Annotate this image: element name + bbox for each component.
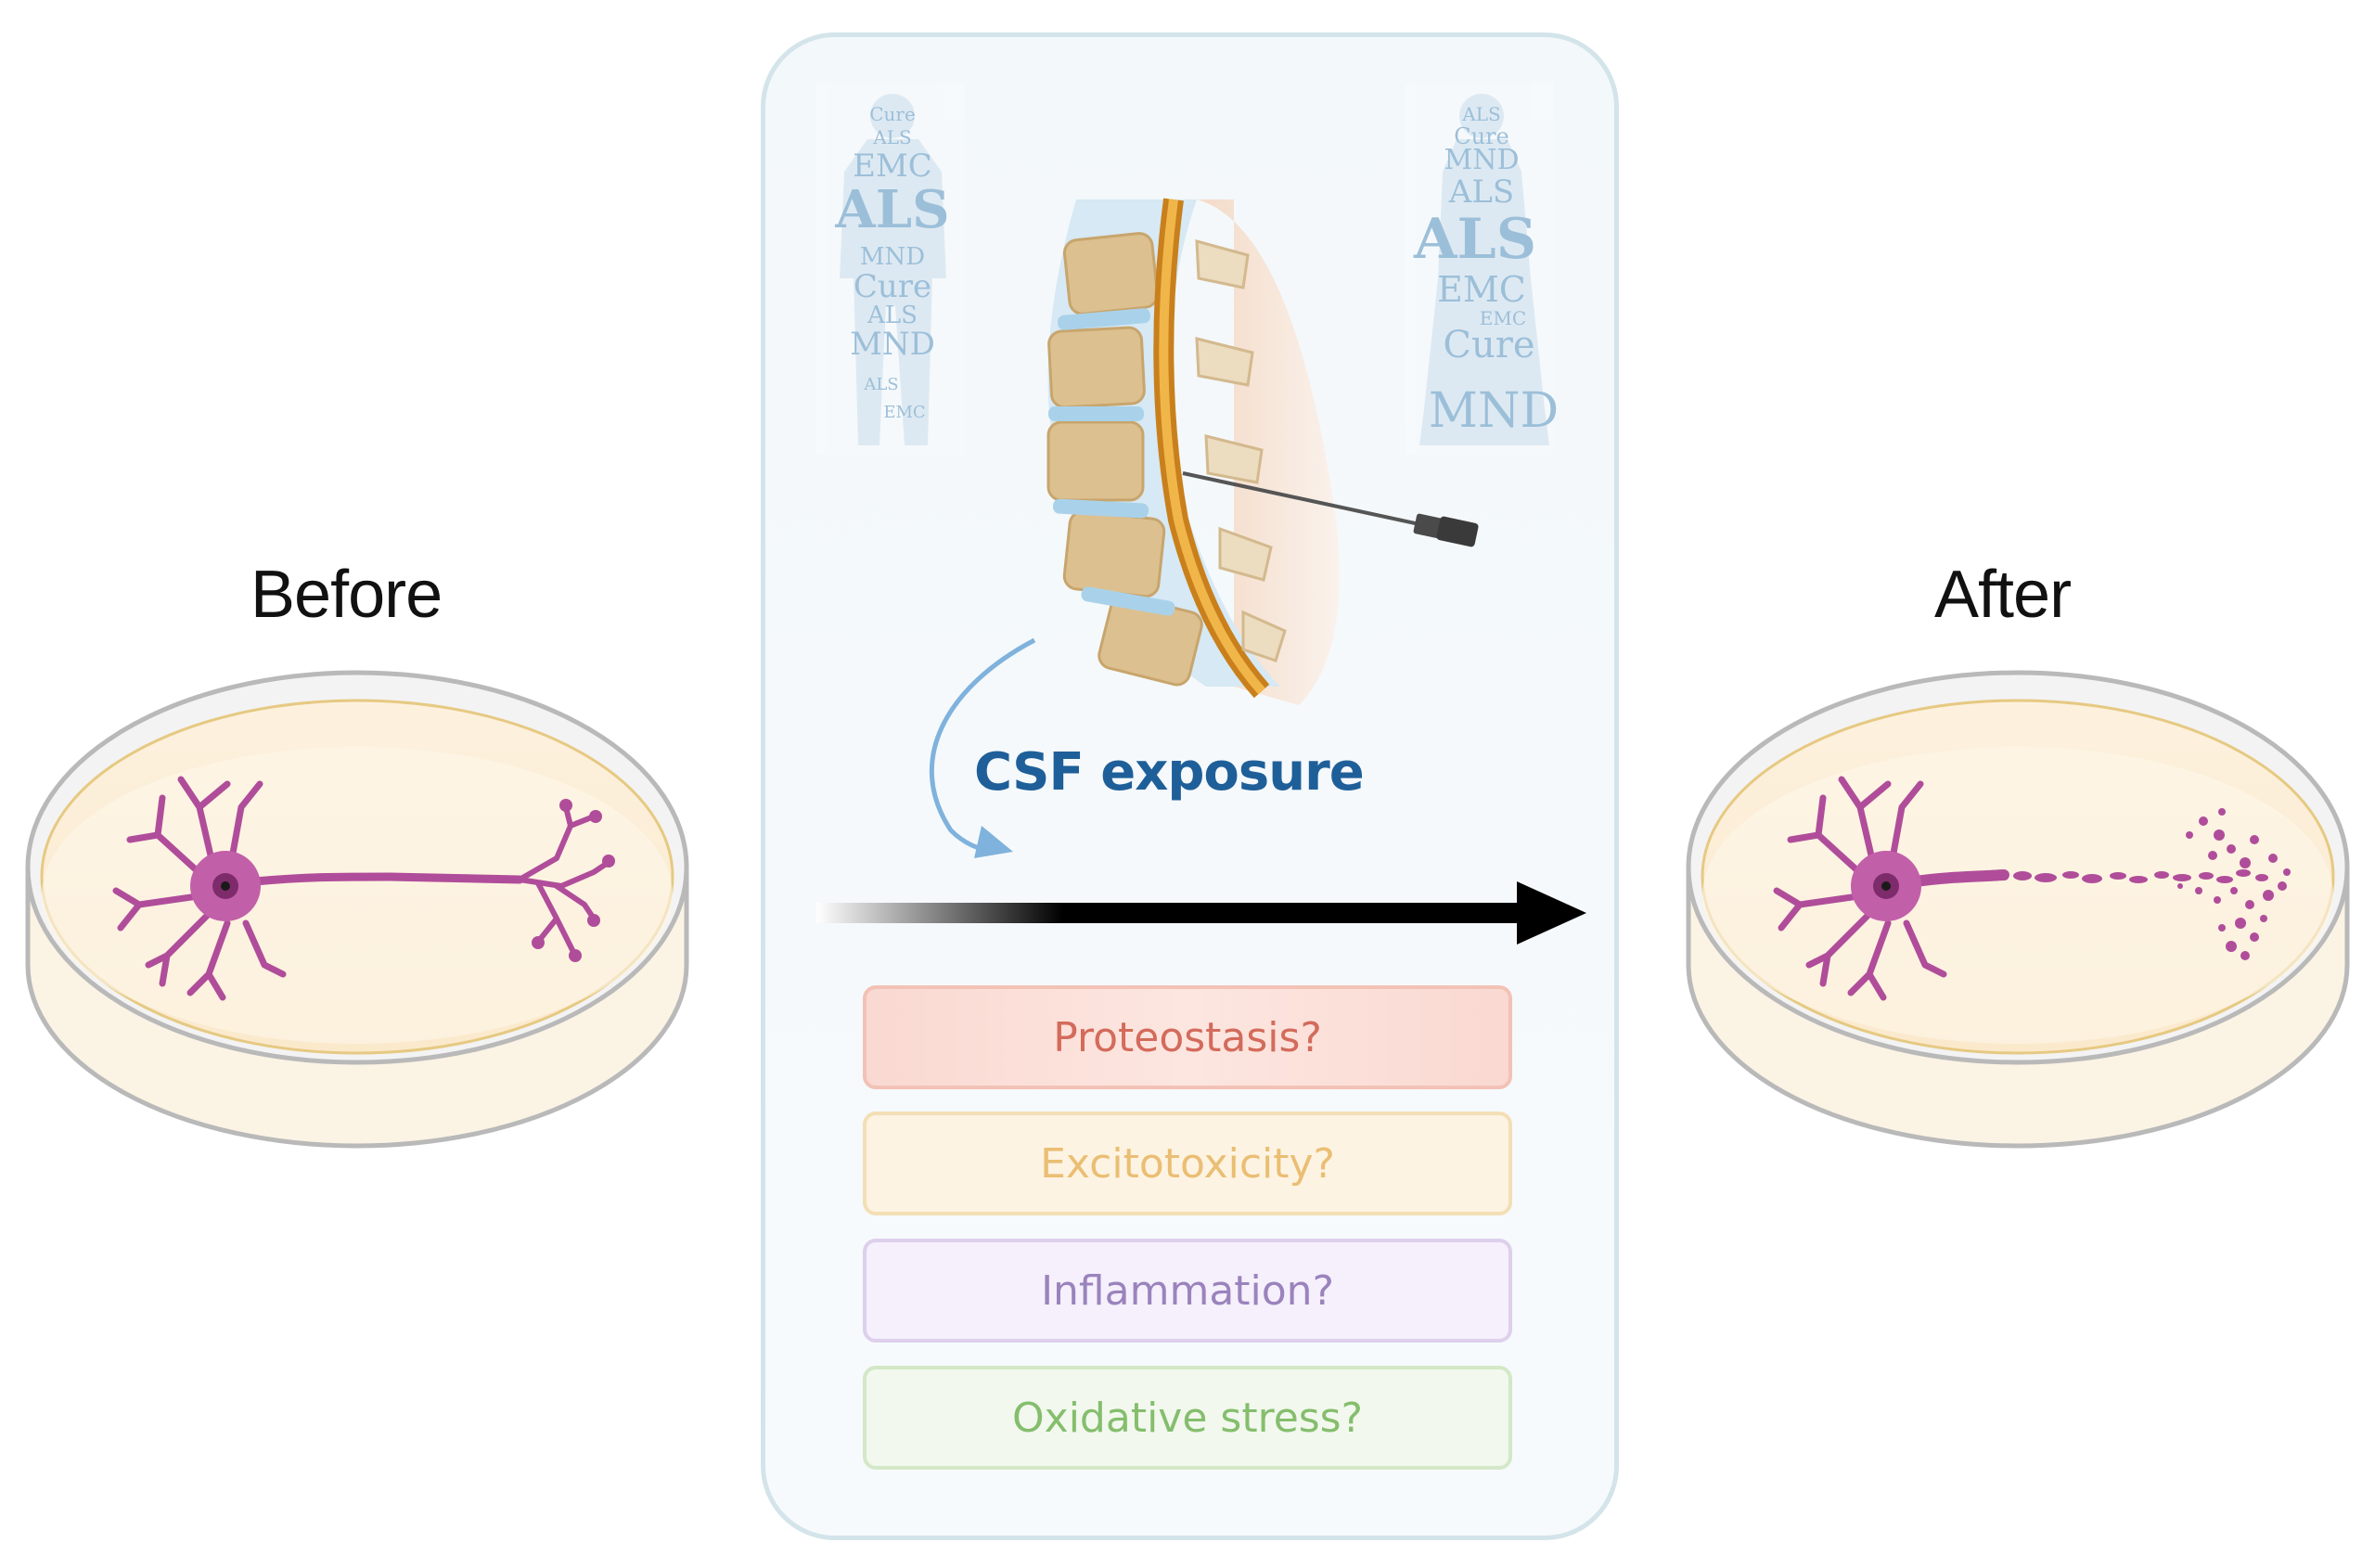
svg-text:Cure: Cure [1443, 324, 1534, 366]
svg-text:MND: MND [1444, 144, 1519, 176]
person-silhouette-left [816, 84, 965, 455]
person-silhouette-right [1406, 84, 1554, 455]
svg-text:ALS: ALS [1413, 207, 1536, 272]
mechanism-proteostasis: Proteostasis? [863, 985, 1512, 1089]
svg-text:MND: MND [850, 326, 935, 363]
svg-text:ALS: ALS [872, 126, 911, 148]
neuron-soma [190, 851, 261, 921]
before-label: Before [250, 558, 443, 632]
progression-arrow [816, 881, 1586, 945]
spinous-processes [1195, 239, 1287, 662]
lumbar-puncture-needle [1182, 471, 1479, 547]
mechanism-inflammation: Inflammation? [863, 1239, 1512, 1343]
svg-text:MND: MND [860, 243, 925, 271]
neuron-terminal-dots [532, 799, 615, 962]
after-label: After [1934, 558, 2072, 632]
svg-text:ALS: ALS [834, 179, 949, 240]
vertebral-bodies [1046, 232, 1203, 687]
csf-exposure-label: CSF exposure [974, 742, 1365, 803]
healthy-neuron [112, 776, 610, 1001]
word-cloud-right: ALS Cure MND ALS ALS EMC EMC Cure MND [1413, 103, 1559, 439]
mechanism-oxidative-stress: Oxidative stress? [863, 1366, 1512, 1470]
svg-text:ALS: ALS [1461, 103, 1500, 125]
csf-flow-arrow [929, 637, 1036, 858]
spine-illustration [1046, 198, 1340, 705]
svg-text:EMC: EMC [1480, 307, 1526, 329]
svg-text:ALS: ALS [1448, 174, 1514, 211]
degenerating-neuron [1773, 776, 2009, 1001]
axon-fragments [2013, 808, 2291, 960]
neuron-soma-after [1851, 851, 1921, 921]
mechanism-excitotoxicity: Excitotoxicity? [863, 1112, 1512, 1215]
svg-text:MND: MND [1429, 383, 1559, 439]
word-cloud-left: Cure ALS EMC ALS MND Cure ALS MND ALS EM… [834, 103, 949, 422]
intervertebral-discs [1048, 308, 1175, 616]
svg-text:EMC: EMC [853, 148, 932, 185]
svg-text:ALS: ALS [863, 375, 898, 394]
svg-text:Cure: Cure [869, 103, 916, 125]
petri-dish-after [1686, 670, 2350, 1149]
svg-text:ALS: ALS [867, 302, 918, 329]
svg-text:EMC: EMC [1437, 269, 1526, 310]
svg-text:EMC: EMC [883, 403, 925, 422]
svg-text:Cure: Cure [1454, 123, 1509, 149]
svg-text:Cure: Cure [854, 268, 931, 305]
